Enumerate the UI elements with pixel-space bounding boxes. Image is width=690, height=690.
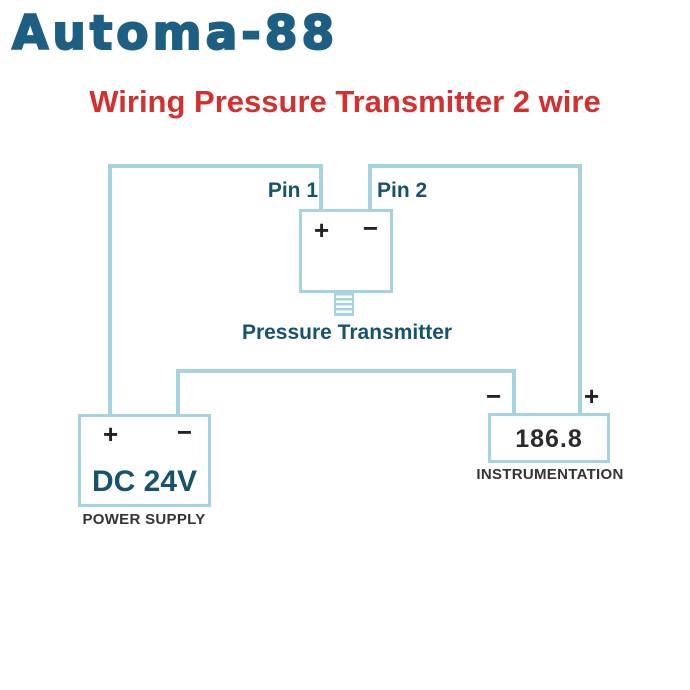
instrumentation-plus-terminal: + [584,381,600,411]
wire-instr-plus-vertical [578,164,582,415]
wire-supply-plus-vertical [108,164,112,414]
transmitter-minus-terminal: − [362,213,378,243]
brand-logo: Automa-88 [11,5,339,62]
wire-top-right-horizontal [368,164,582,168]
wire-instr-minus-drop [512,369,516,415]
wire-middle-horizontal [176,369,516,373]
pin2-label: Pin 2 [377,179,428,202]
transmitter-thread-stub [334,293,354,316]
wire-supply-minus-drop [176,369,180,416]
power-supply-minus-terminal: − [176,417,192,447]
wire-top-left-horizontal [108,164,323,168]
transmitter-box: + − [299,209,393,293]
power-supply-plus-terminal: + [103,419,119,449]
wire-pin2-drop [368,164,372,211]
page-title: Wiring Pressure Transmitter 2 wire [89,84,601,119]
pin1-label: Pin 1 [267,179,318,202]
instrumentation-minus-terminal: − [486,381,502,411]
transmitter-caption: Pressure Transmitter [241,321,453,344]
wire-pin1-drop [319,164,323,211]
power-supply-caption: POWER SUPPLY [82,511,206,528]
power-supply-box: + − DC 24V [78,414,211,507]
power-supply-voltage-label: DC 24V [91,465,198,498]
instrumentation-caption: INSTRUMENTATION [476,466,624,483]
instrumentation-box: 186.8 [488,413,610,463]
transmitter-plus-terminal: + [314,215,330,245]
instrumentation-reading: 186.8 [515,425,583,453]
